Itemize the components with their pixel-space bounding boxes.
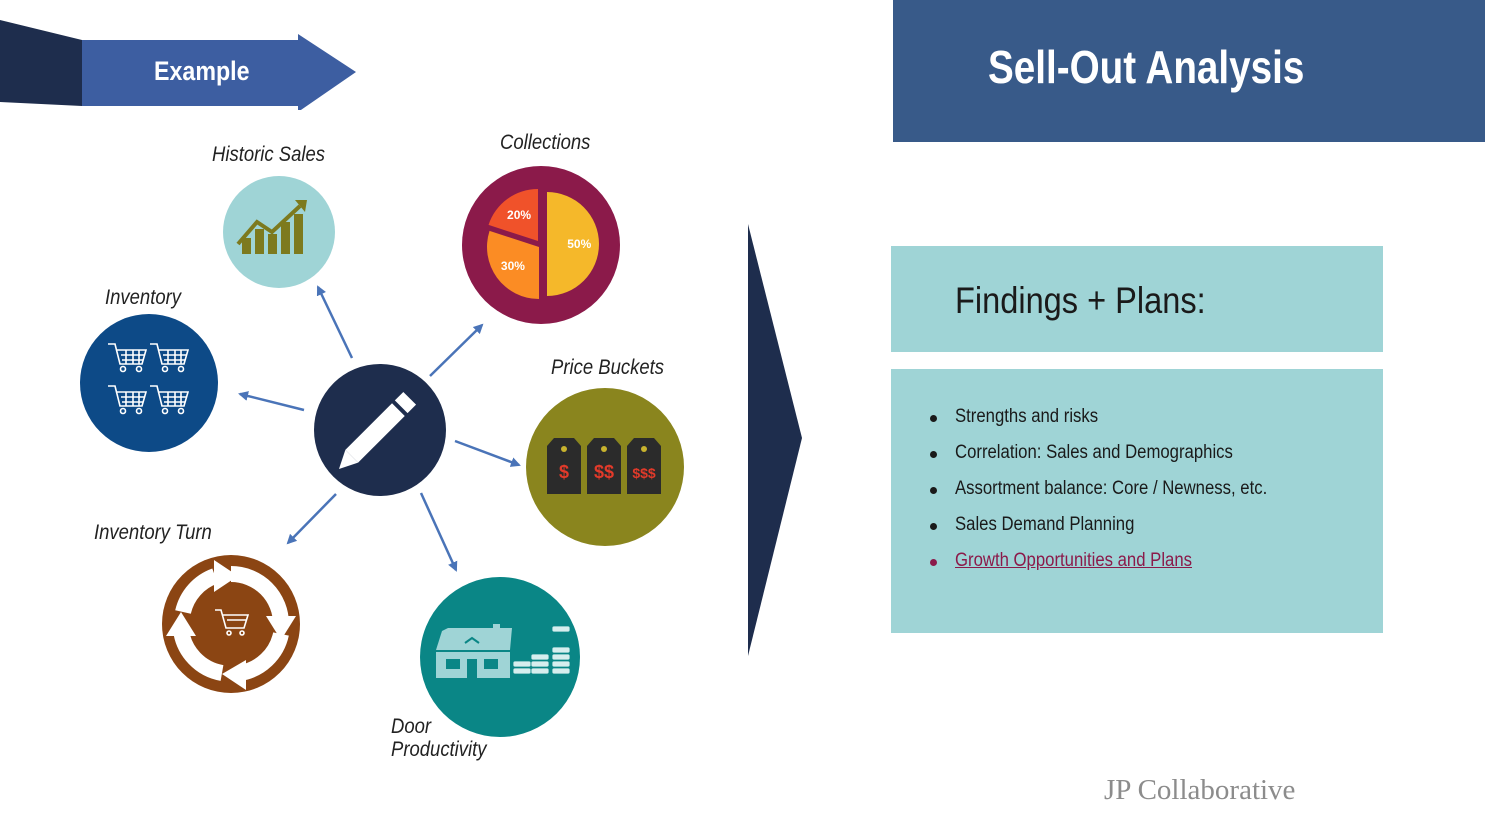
cycle-cart-icon — [166, 560, 296, 690]
coin-icon — [551, 646, 571, 654]
bullet-icon — [930, 415, 937, 422]
pie-chart-icon: 50% 30% 20% — [487, 189, 599, 299]
label-historic-sales: Historic Sales — [212, 143, 325, 166]
list-item-text: Correlation: Sales and Demographics — [955, 442, 1233, 463]
coin-icon — [512, 667, 532, 675]
list-item-text: Strengths and risks — [955, 406, 1099, 427]
arrow-to-inventory — [238, 391, 305, 412]
label-inventory-turn: Inventory Turn — [94, 521, 212, 544]
bullet-icon — [930, 487, 937, 494]
price-tag-label: $$ — [594, 462, 614, 482]
price-tag-label: $$$ — [632, 465, 656, 481]
growth-chart-icon — [236, 200, 307, 254]
label-door-productivity-line2: Productivity — [391, 738, 487, 761]
page-title: Sell-Out Analysis — [988, 41, 1305, 93]
findings-list-box — [891, 369, 1383, 633]
pie-slice-label: 50% — [567, 237, 591, 251]
coin-icon — [551, 653, 571, 661]
arrow-to-historic-sales — [316, 285, 354, 359]
arrow-to-door-productivity — [419, 492, 458, 572]
pie-slice — [488, 189, 538, 241]
pie-slice — [547, 192, 599, 296]
bullet-icon — [930, 523, 937, 530]
pie-slice-label: 20% — [507, 208, 531, 222]
sell-out-diagram: 50%30%20% $$$$$$ — [80, 166, 684, 737]
label-door-productivity-line1: Door — [391, 715, 432, 738]
list-item-text: Sales Demand Planning — [955, 514, 1135, 535]
price-tag-icon: $ — [547, 438, 581, 494]
section-divider-chevron — [748, 224, 802, 656]
label-inventory: Inventory — [105, 286, 182, 309]
arrow-to-inventory-turn — [286, 493, 337, 545]
coin-icon — [530, 653, 550, 661]
node-inventory-turn — [162, 555, 300, 693]
bullet-icon — [930, 559, 937, 566]
arrow-to-collections — [429, 323, 484, 377]
center-node — [314, 364, 446, 496]
shopping-cart-icon — [108, 343, 148, 373]
coin-icon — [551, 667, 571, 675]
pie-slice — [487, 230, 539, 299]
price-tag-label: $ — [559, 462, 569, 482]
coin-icon — [551, 625, 571, 633]
brand-logo: JP Collaborative — [1104, 774, 1296, 806]
node-historic-sales — [223, 176, 335, 288]
example-label: Example — [154, 56, 250, 86]
store-coins-icon — [436, 624, 571, 678]
shopping-cart-icon — [150, 385, 190, 415]
arrow-to-price-buckets — [454, 439, 521, 467]
findings-heading: Findings + Plans: — [955, 280, 1206, 321]
shopping-cart-icon — [150, 343, 190, 373]
node-collections: 50% 30% 20% — [462, 166, 620, 324]
label-collections: Collections — [500, 131, 591, 154]
label-price-buckets: Price Buckets — [551, 356, 664, 379]
growth-opportunities-link[interactable]: Growth Opportunities and Plans — [955, 550, 1192, 571]
connector-arrows — [238, 285, 521, 572]
shopping-cart-icon — [108, 385, 148, 415]
shopping-carts-icon — [108, 343, 190, 415]
price-tag-icon: $$ — [587, 438, 621, 494]
coin-icon — [512, 660, 532, 668]
node-price-buckets: $$$$$$ — [526, 388, 684, 546]
example-banner-arrow — [0, 20, 356, 110]
pie-slice-label: 30% — [501, 259, 525, 273]
price-tag-icon: $$$ — [627, 438, 661, 494]
list-item-text: Assortment balance: Core / Newness, etc. — [955, 478, 1268, 499]
coin-icon — [551, 660, 571, 668]
price-tags-icon: $$$$$$ — [547, 438, 661, 494]
bullet-icon — [930, 451, 937, 458]
node-door-productivity — [420, 577, 580, 737]
findings-heading-box — [891, 246, 1383, 352]
title-banner — [893, 0, 1485, 142]
coin-icon — [530, 667, 550, 675]
coin-icon — [530, 660, 550, 668]
node-inventory — [80, 314, 218, 452]
